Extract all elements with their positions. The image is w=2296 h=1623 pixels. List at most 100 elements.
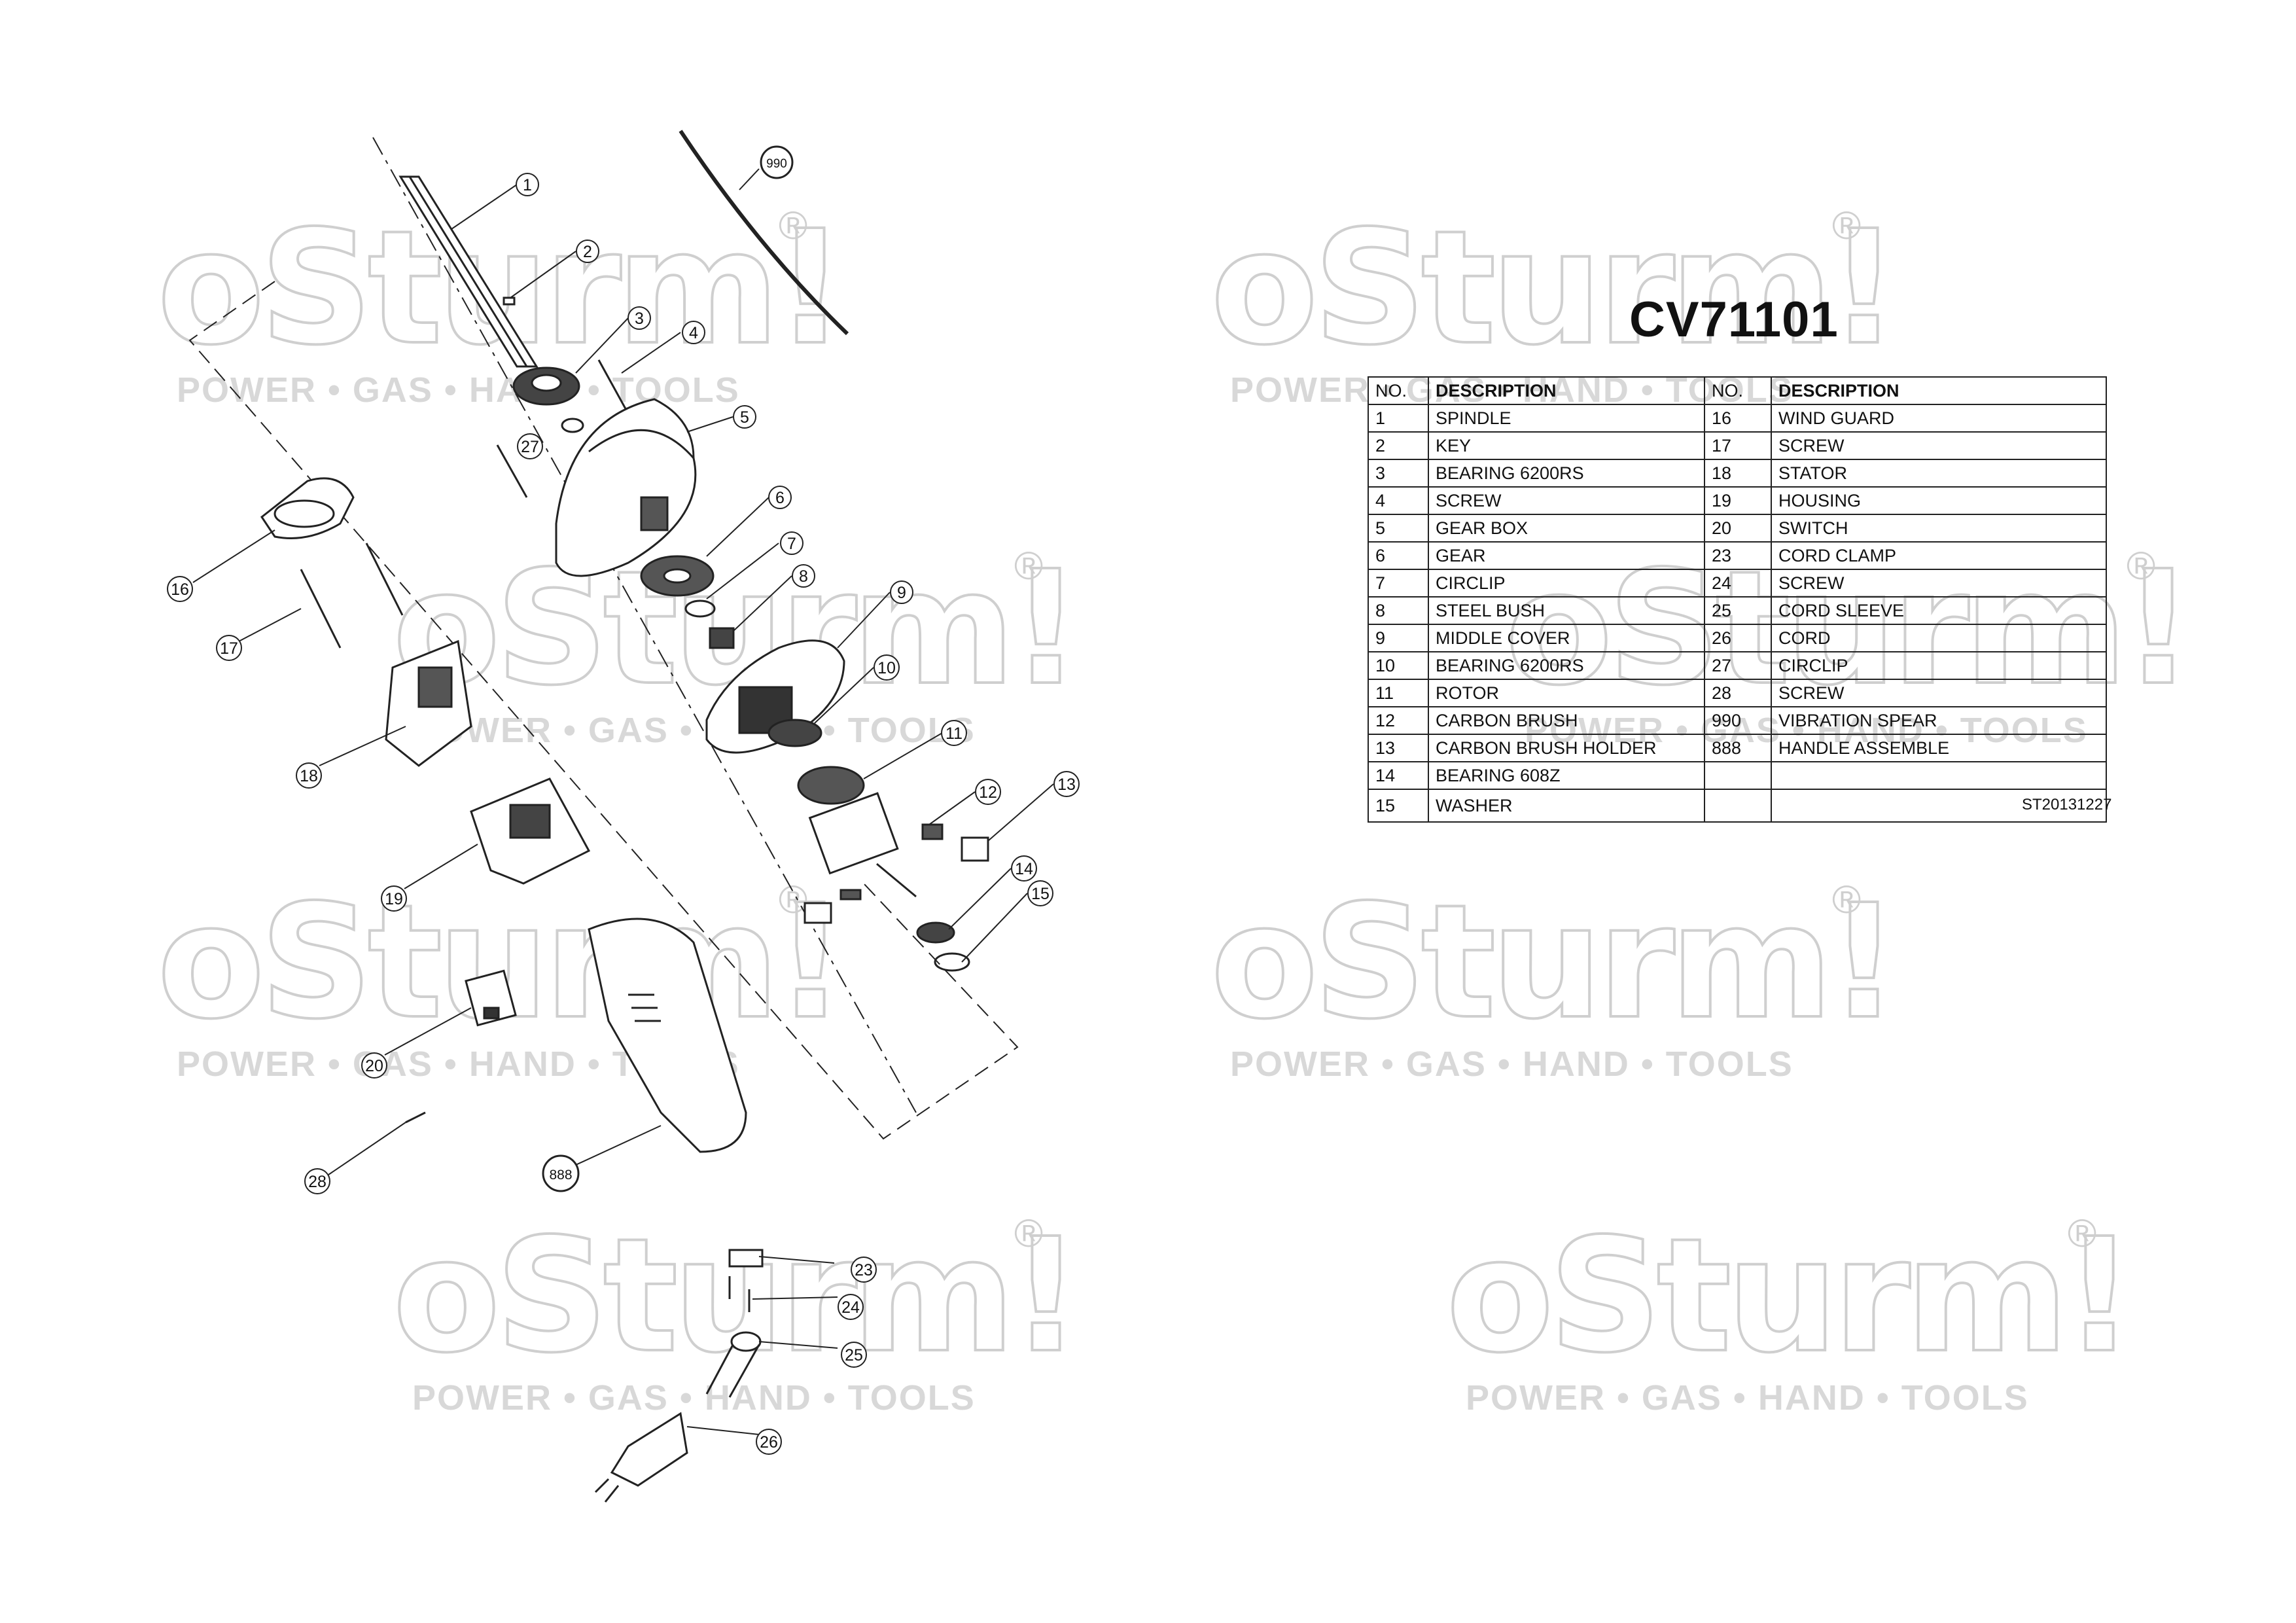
- part-no-cell: 4: [1368, 486, 1429, 515]
- part-no-cell: 5: [1368, 514, 1429, 543]
- part-no-cell: 25: [1704, 596, 1772, 625]
- callout-16: 16: [167, 576, 193, 602]
- callout-10: 10: [874, 654, 900, 681]
- header-no: NO.: [1368, 376, 1429, 405]
- svg-text:12: 12: [979, 783, 997, 802]
- part-description-cell: STEEL BUSH: [1428, 596, 1705, 625]
- part-no-cell: 24: [1704, 569, 1772, 597]
- cord-clamp-part: [728, 1249, 764, 1268]
- svg-text:888: 888: [549, 1168, 572, 1183]
- svg-text:990: 990: [766, 157, 787, 171]
- watermark-registered: ®: [1832, 878, 1862, 921]
- part-description-cell: HOUSING: [1771, 486, 2107, 515]
- part-description-cell: [1771, 761, 2107, 790]
- callout-3: 3: [627, 306, 651, 330]
- svg-text:8: 8: [799, 567, 808, 586]
- callout-12: 12: [975, 779, 1001, 805]
- svg-text:4: 4: [689, 324, 698, 342]
- callout-13: 13: [1053, 771, 1080, 797]
- svg-text:25: 25: [845, 1346, 863, 1364]
- watermark-bottom-right: oSturm! ® POWER • GAS • HAND • TOOLS: [1445, 1204, 2166, 1418]
- part-description-cell: SCREW: [1428, 486, 1705, 515]
- watermark-tagline: POWER • GAS • HAND • TOOLS: [1466, 1378, 2029, 1418]
- part-description-cell: GEAR: [1428, 541, 1705, 570]
- part-no-cell: [1704, 789, 1772, 823]
- part-no-cell: 12: [1368, 706, 1429, 735]
- part-description-cell: HANDLE ASSEMBLE: [1771, 734, 2107, 762]
- leader-lines: [192, 168, 1054, 1435]
- part-description-cell: CORD CLAMP: [1771, 541, 2107, 570]
- watermark-registered: ®: [1832, 204, 1862, 247]
- carbon-brush-holder-part: [961, 836, 989, 862]
- svg-text:18: 18: [300, 767, 318, 785]
- switch-button-part: [483, 1007, 500, 1020]
- callout-group: 1 2 3 4 5 6 7 8 9 10 11 12 13 14 15 16 1…: [167, 145, 1080, 1455]
- part-no-cell: 18: [1704, 459, 1772, 488]
- part-no-cell: 990: [1704, 706, 1772, 735]
- gear-part: [640, 555, 715, 597]
- watermark-tagline: POWER • GAS • HAND • TOOLS: [412, 711, 976, 750]
- part-description-cell: CARBON BRUSH: [1428, 706, 1705, 735]
- callout-27: 27: [517, 433, 543, 459]
- part-no-cell: 27: [1704, 651, 1772, 680]
- watermark-bottom-left: oSturm! ® POWER • GAS • HAND • TOOLS: [391, 1211, 1112, 1418]
- handle-part: [588, 918, 747, 1153]
- circlip-7-part: [684, 599, 716, 618]
- callout-19: 19: [381, 885, 407, 912]
- callout-1: 1: [516, 173, 539, 196]
- part-no-cell: 20: [1704, 514, 1772, 543]
- part-description-cell: CARBON BRUSH HOLDER: [1428, 734, 1705, 762]
- part-description-cell: SPINDLE: [1428, 404, 1705, 433]
- spindle-part: [398, 175, 539, 368]
- callout-18: 18: [296, 762, 322, 789]
- part-no-cell: 26: [1704, 624, 1772, 652]
- svg-text:13: 13: [1057, 776, 1076, 794]
- part-no-cell: 15: [1368, 789, 1429, 823]
- carbon-brush-lower-part: [804, 902, 832, 924]
- header-no-2: NO.: [1704, 376, 1772, 405]
- document-code: ST20131227: [2022, 796, 2112, 813]
- part-description-cell: CIRCLIP: [1428, 569, 1705, 597]
- part-no-cell: 6: [1368, 541, 1429, 570]
- callout-2: 2: [576, 240, 599, 263]
- callout-26: 26: [756, 1429, 782, 1455]
- bearing-608z-part: [916, 921, 955, 944]
- svg-text:6: 6: [775, 489, 785, 507]
- screw-17a-part: [300, 569, 342, 649]
- part-no-cell: 17: [1704, 431, 1772, 460]
- watermark-registered: ®: [779, 878, 808, 921]
- svg-text:10: 10: [877, 659, 896, 677]
- bearing-6200rs-part: [512, 366, 580, 406]
- circlip-27-part: [561, 418, 584, 433]
- part-description-cell: MIDDLE COVER: [1428, 624, 1705, 652]
- spring-part: [839, 889, 862, 901]
- part-no-cell: 11: [1368, 679, 1429, 707]
- callout-6: 6: [768, 486, 792, 509]
- switch-part: [465, 969, 517, 1027]
- svg-text:17: 17: [220, 639, 238, 658]
- header-description-2: DESCRIPTION: [1771, 376, 2107, 405]
- key-part: [503, 296, 516, 306]
- steel-bush-part: [709, 627, 735, 649]
- svg-text:28: 28: [308, 1173, 327, 1191]
- callout-23: 23: [851, 1257, 877, 1283]
- callout-990: 990: [760, 145, 794, 179]
- screw-17b-part: [365, 543, 404, 616]
- svg-text:9: 9: [897, 584, 906, 602]
- part-description-cell: SCREW: [1771, 569, 2107, 597]
- washer-part: [934, 952, 970, 972]
- svg-text:16: 16: [171, 580, 189, 599]
- watermark-logo: oSturm!: [1445, 1204, 2136, 1387]
- callout-14: 14: [1011, 855, 1037, 882]
